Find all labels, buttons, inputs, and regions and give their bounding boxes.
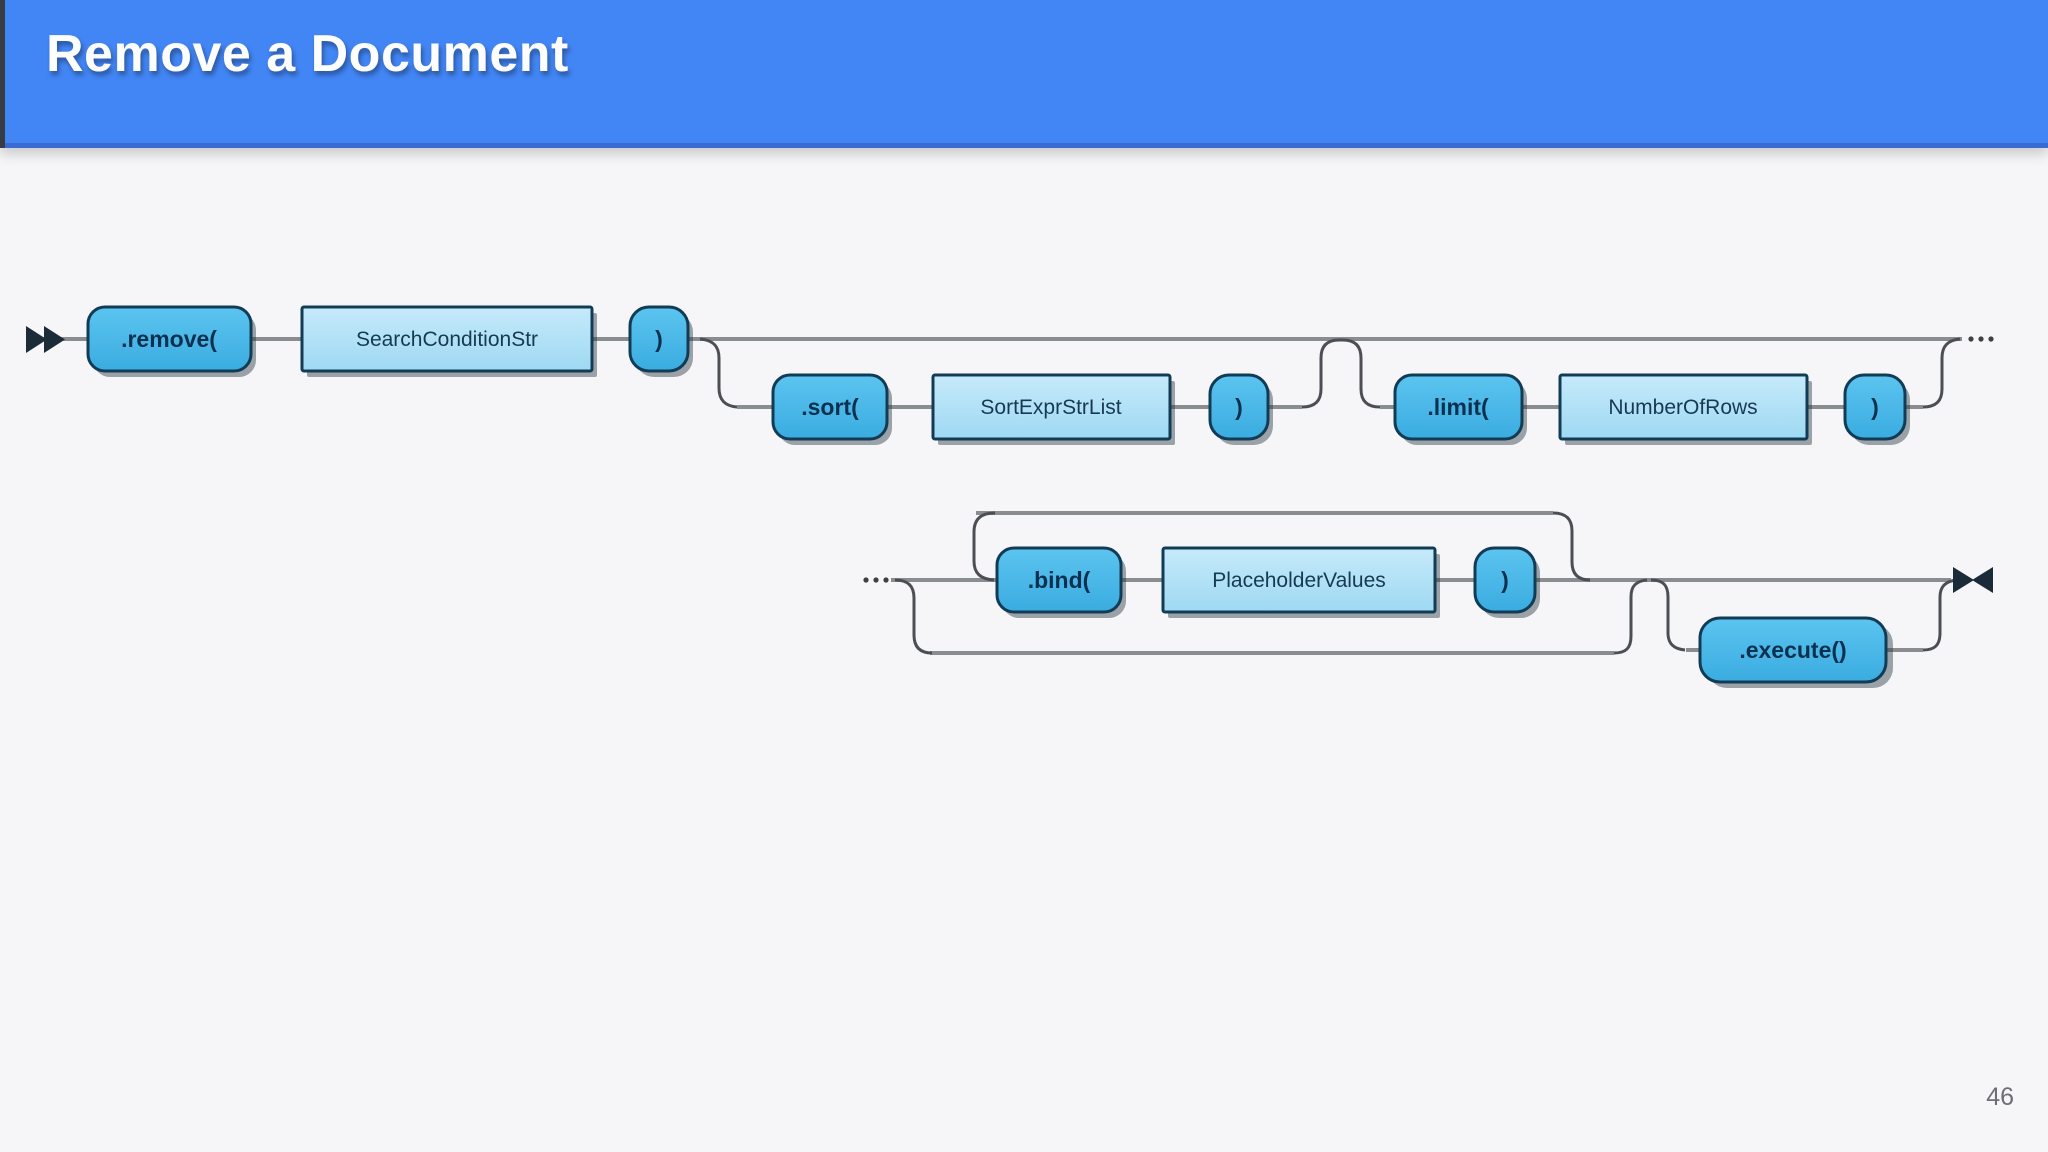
remove-terminal: .remove(: [86, 305, 256, 377]
terminal-label-execute: .execute(): [1739, 637, 1846, 663]
corner-loop-left: [972, 511, 996, 582]
terminal-box-close-paren-1: [628, 305, 690, 373]
continuation-dots-row1: [1968, 336, 1994, 342]
terminal-box-limit: [1393, 373, 1524, 441]
corner-row1-bump: [1301, 338, 1381, 409]
terminal-label-limit: .limit(: [1427, 394, 1489, 420]
sortexprstrlist-nonterminal: SortExprStrList: [931, 373, 1175, 445]
terminal-label-remove: .remove(: [121, 326, 217, 352]
limit-terminal: .limit(: [1393, 373, 1527, 445]
corner-row1-up: [1922, 337, 1961, 409]
terminal-label-close-paren-3: ): [1871, 394, 1879, 420]
searchconditionstr-nonterminal: SearchConditionStr: [300, 305, 597, 377]
page-title: Remove a Document: [46, 25, 569, 83]
left-edge-strip: [0, 0, 5, 148]
execute-terminal: .execute(): [1698, 616, 1893, 688]
corner-bypass-up: [1613, 578, 1648, 655]
corner-execute-up: [1922, 578, 1958, 652]
terminal-label-close-paren-2: ): [1235, 394, 1243, 420]
terminal-box-close-paren-2: [1208, 373, 1270, 441]
terminal-box-remove: [86, 305, 253, 373]
diagram-start-icon: [26, 326, 65, 353]
corner-curves: [699, 337, 1961, 655]
terminal-label-close-paren-1: ): [655, 326, 663, 352]
nonterminal-box-sortexprstrlist: [931, 373, 1172, 441]
bind-close-paren-terminal: ): [1473, 546, 1540, 618]
terminal-label-bind: .bind(: [1028, 567, 1091, 593]
sort-terminal: .sort(: [771, 373, 892, 445]
page-number: 46: [1986, 1083, 2014, 1111]
nonterminal-box-placeholdervalues: [1161, 546, 1437, 614]
nonterminal-box-numberofrows: [1558, 373, 1809, 441]
placeholdervalues-nonterminal: PlaceholderValues: [1161, 546, 1440, 618]
terminal-label-sort: .sort(: [801, 394, 859, 420]
nonterminal-label-sortexprstrlist: SortExprStrList: [980, 396, 1121, 419]
corner-loop-right: [1552, 511, 1591, 582]
terminal-box-bind: [995, 546, 1123, 614]
slide-title-bar: Remove a Document: [0, 0, 2048, 148]
corner-execute-down: [1650, 578, 1686, 652]
remove-close-paren-terminal: ): [628, 305, 693, 377]
terminal-box-close-paren-3: [1843, 373, 1907, 441]
bind-terminal: .bind(: [995, 546, 1126, 618]
nonterminal-label-placeholdervalues: PlaceholderValues: [1212, 569, 1386, 592]
nonterminal-label-numberofrows: NumberOfRows: [1608, 396, 1757, 419]
limit-close-paren-terminal: ): [1843, 373, 1910, 445]
terminal-box-close-paren-4: [1473, 546, 1537, 614]
numberofrows-nonterminal: NumberOfRows: [1558, 373, 1812, 445]
corner-row2-fork-down: [894, 578, 933, 655]
terminal-label-close-paren-4: ): [1501, 567, 1509, 593]
diagram-end-icon: [1953, 567, 1993, 593]
terminal-box-sort: [771, 373, 889, 441]
sort-close-paren-terminal: ): [1208, 373, 1273, 445]
nonterminal-label-searchconditionstr: SearchConditionStr: [356, 328, 538, 351]
terminal-box-execute: [1698, 616, 1888, 684]
continuation-dots-row2: [863, 577, 889, 583]
nonterminal-box-searchconditionstr: [300, 305, 594, 373]
corner-row1-down: [699, 337, 738, 409]
